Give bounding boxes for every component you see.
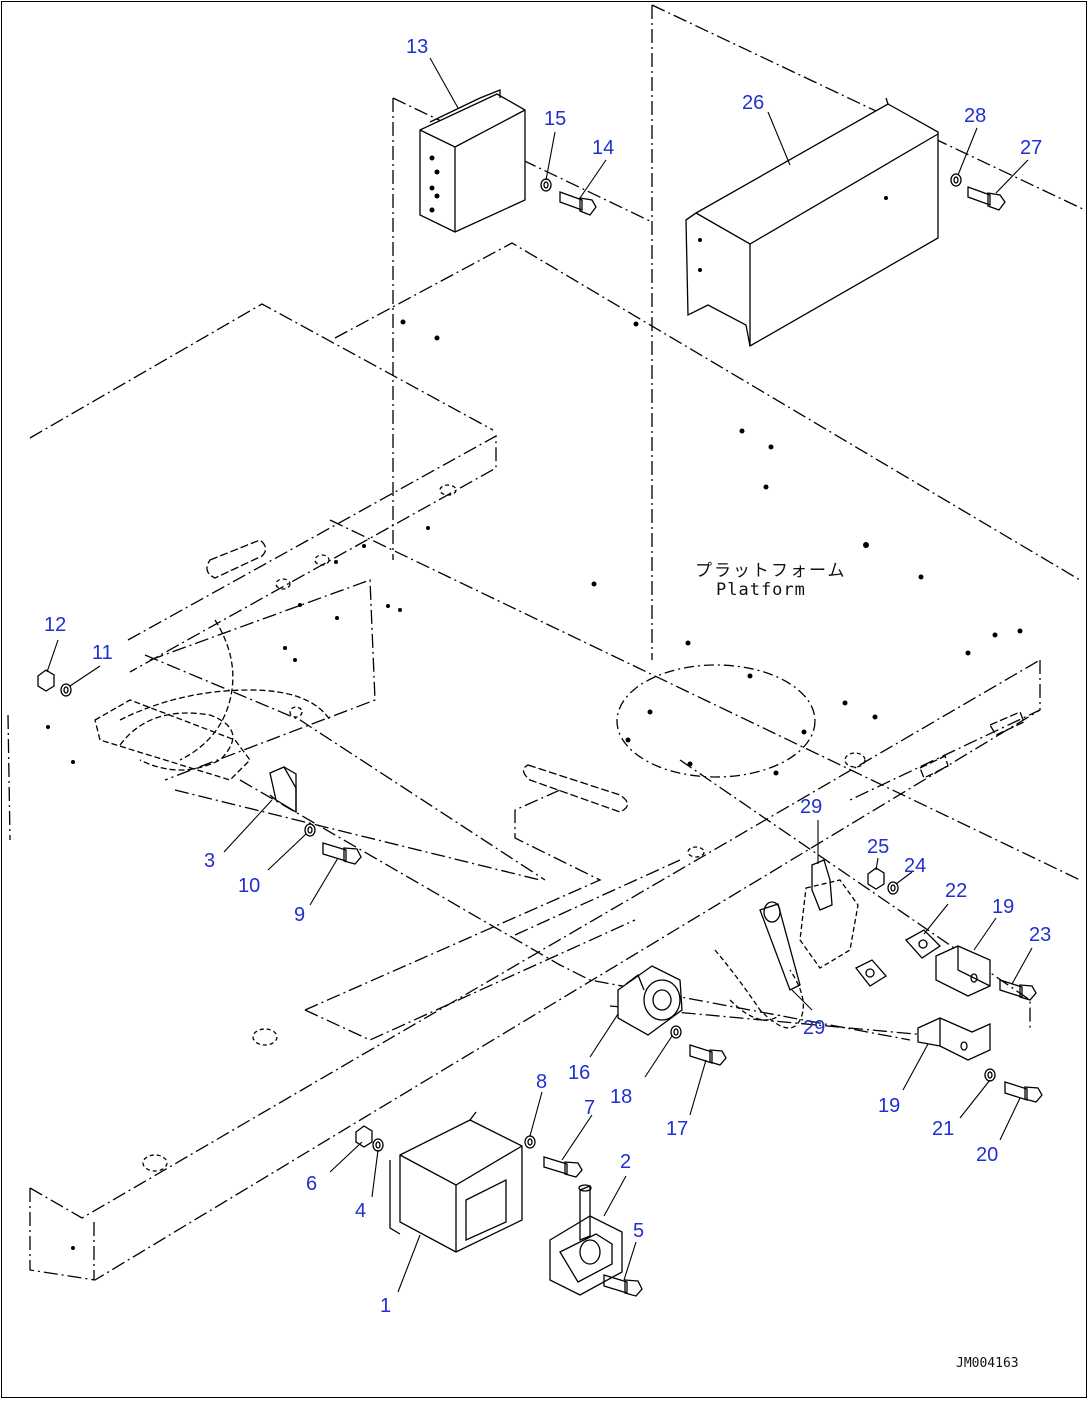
callout-25: 25 [867, 836, 890, 858]
sensor-part-29 [714, 859, 859, 1029]
callout-16: 16 [568, 1062, 591, 1084]
wiring-harness [94, 619, 331, 781]
washer-part-21 [984, 1068, 996, 1082]
callout-4: 4 [355, 1200, 367, 1222]
callout-6: 6 [306, 1173, 318, 1195]
swing-circle [616, 664, 816, 778]
callout-29-lower: 29 [803, 1017, 826, 1039]
callout-17: 17 [666, 1118, 689, 1140]
controller-box-part-13 [419, 89, 526, 233]
bracket-part-19-upper [935, 945, 991, 997]
callout-20: 20 [976, 1144, 999, 1166]
callout-23: 23 [1029, 924, 1052, 946]
large-holes [142, 484, 866, 1172]
callout-7: 7 [584, 1097, 596, 1119]
callout-8: 8 [536, 1071, 548, 1093]
callout-24: 24 [904, 855, 927, 877]
platform-label-english: Platform [716, 580, 806, 600]
bolt-part-5 [603, 1274, 643, 1297]
clamp-part-3 [269, 766, 297, 814]
bolt-part-14 [559, 191, 597, 216]
washer-part-15 [540, 178, 552, 192]
platform-outline [7, 242, 1081, 1281]
bolt-part-17 [689, 1044, 727, 1066]
reference-plane-lines [392, 4, 1086, 660]
platform-slots [206, 539, 1025, 813]
washer-part-4 [372, 1138, 384, 1152]
leader-lines [46, 57, 1033, 1293]
horn-part-16 [617, 965, 683, 1036]
callout-26: 26 [742, 92, 765, 114]
platform-holes [46, 319, 1023, 1250]
callout-2: 2 [620, 1151, 632, 1173]
callout-10: 10 [238, 875, 261, 897]
washer-part-24 [887, 881, 899, 895]
callout-19-lower: 19 [878, 1095, 901, 1117]
callout-19-upper: 19 [992, 896, 1015, 918]
nut-part-25 [867, 867, 885, 890]
callout-13: 13 [406, 36, 429, 58]
bracket-part-19-lower [917, 1017, 991, 1061]
callout-18: 18 [610, 1086, 633, 1108]
callout-21: 21 [932, 1118, 955, 1140]
callout-11: 11 [92, 642, 113, 664]
washer-part-18 [670, 1025, 682, 1039]
callout-5: 5 [633, 1220, 645, 1242]
cover-part-26 [685, 97, 939, 348]
callout-29-upper: 29 [800, 796, 823, 818]
bolt-part-27 [967, 186, 1006, 211]
callout-27: 27 [1020, 137, 1043, 159]
callout-14: 14 [592, 137, 615, 159]
bolt-part-7 [543, 1156, 583, 1178]
callout-15: 15 [544, 108, 567, 130]
callout-28: 28 [964, 105, 987, 127]
switch-part-2 [549, 1184, 623, 1296]
washer-part-8 [524, 1135, 536, 1149]
drawing-code: JM004163 [956, 1356, 1019, 1371]
callout-22: 22 [945, 880, 968, 902]
bolt-part-20 [1004, 1081, 1043, 1103]
washer-part-10 [304, 823, 316, 837]
washer-part-28 [950, 173, 962, 187]
nut-part-12 [37, 669, 55, 692]
platform-label-japanese: プラットフォーム [695, 561, 847, 581]
box-part-1 [389, 1111, 523, 1253]
bolt-part-23 [999, 979, 1037, 1001]
washer-part-11 [60, 683, 72, 697]
nut-part-6 [355, 1125, 373, 1148]
callout-1: 1 [380, 1295, 392, 1317]
clamp-part-22 [855, 929, 942, 987]
callout-3: 3 [204, 850, 216, 872]
callout-9: 9 [294, 904, 306, 926]
callout-12: 12 [44, 614, 67, 636]
bolt-part-9 [322, 842, 362, 865]
